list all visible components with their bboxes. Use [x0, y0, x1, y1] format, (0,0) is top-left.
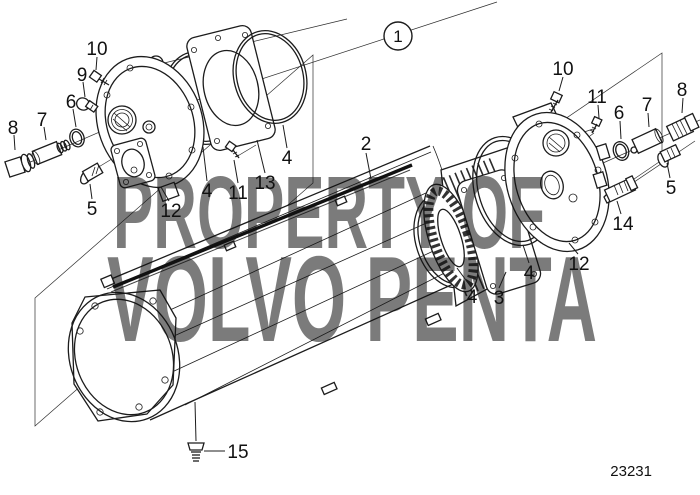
o-ring-part6-right	[612, 141, 630, 161]
callout-4: 4	[524, 263, 535, 284]
callout-leader-9	[82, 81, 86, 98]
housing-foot-tab	[320, 381, 338, 396]
left-seal-group	[163, 24, 308, 159]
screw-part11-left	[224, 140, 240, 159]
callout-leader-4	[522, 244, 530, 264]
plug-part5-left	[79, 162, 104, 185]
callout-leader-4	[456, 267, 472, 288]
callout-leader-11	[233, 159, 239, 184]
callout-leader-3	[498, 271, 507, 289]
callout-leader-15	[194, 401, 197, 442]
callout-6: 6	[66, 92, 77, 113]
callout-leader-6	[72, 108, 77, 128]
callout-leader-14	[616, 200, 622, 215]
threaded-port	[107, 105, 137, 135]
callout-10: 10	[86, 39, 107, 60]
callout-5: 5	[87, 199, 98, 220]
callout-leader-2	[365, 152, 372, 180]
callout-leader-6	[619, 120, 622, 140]
housing	[67, 145, 481, 437]
callout-leader-4	[202, 146, 208, 182]
right-end-cover-part12	[504, 102, 611, 253]
callout-7: 7	[37, 110, 48, 131]
callout-leader-10	[95, 56, 98, 71]
callout-leader-12	[568, 242, 579, 255]
callout-5: 5	[666, 178, 677, 199]
callout-leader-8	[681, 97, 684, 114]
callout-14: 14	[612, 214, 634, 235]
o-ring-part6-left	[69, 128, 85, 148]
callout-15: 15	[227, 442, 248, 463]
plug-part9	[75, 97, 99, 114]
callout-2: 2	[361, 134, 372, 155]
plug-part8-right	[665, 112, 700, 142]
callout-8: 8	[677, 80, 688, 101]
screw-part11-right	[589, 115, 603, 134]
callout-13: 13	[254, 173, 275, 194]
callout-leader-13	[256, 139, 266, 174]
callout-8: 8	[8, 118, 19, 139]
screw-part10-right	[548, 90, 564, 113]
callout-leader-4	[282, 124, 288, 149]
callout-3: 3	[494, 288, 505, 309]
watermark: PROPERTY OF VOLVO PENTA	[107, 155, 597, 367]
plug-part5-right	[657, 143, 682, 168]
callout-11: 11	[228, 183, 248, 204]
drawing-number: 23231	[610, 463, 652, 480]
hose-nipple-part14	[603, 175, 639, 204]
callout-leader-12	[160, 186, 170, 202]
assembly-callout: 1	[383, 21, 413, 51]
anode-part7-left	[31, 139, 71, 166]
watermark-line1: PROPERTY OF	[113, 155, 545, 270]
anode-strip-part2	[99, 163, 413, 293]
tube-stack-group	[413, 135, 552, 308]
anode-part7-right	[630, 127, 664, 155]
callout-leader-7	[647, 112, 650, 128]
callout-10: 10	[552, 59, 573, 80]
callout-12: 12	[568, 254, 589, 275]
callout-4: 4	[282, 148, 293, 169]
callout-6: 6	[614, 103, 625, 124]
callout-leader-5	[666, 162, 671, 179]
callout-4: 4	[202, 181, 213, 202]
callout-7: 7	[642, 95, 653, 116]
callout-leader-10	[558, 76, 564, 92]
callout-leader-7	[43, 126, 47, 141]
left-small-parts	[4, 69, 110, 185]
callout-4: 4	[467, 287, 478, 308]
screw-part10-left	[88, 69, 110, 86]
assembly-callout-label: 1	[393, 27, 402, 46]
callout-leader-5	[89, 183, 93, 200]
right-small-parts	[548, 90, 700, 204]
gasket-plate-part13	[186, 24, 276, 152]
o-ring-part4-left-outer	[232, 30, 308, 124]
watermark-line2: VOLVO PENTA	[107, 231, 597, 367]
callout-leader-11	[597, 104, 600, 119]
left-end-cover-part12	[95, 55, 205, 203]
callout-leader-8	[13, 134, 16, 151]
plug-part8-left	[4, 153, 36, 178]
water-connection-flange	[110, 137, 156, 189]
callout-9: 9	[77, 65, 88, 86]
callout-11: 11	[587, 87, 607, 108]
drain-plug-part15	[187, 442, 205, 462]
housing-foot-tab	[424, 312, 442, 327]
housing-front-flange	[67, 289, 181, 423]
callout-12: 12	[160, 201, 181, 222]
